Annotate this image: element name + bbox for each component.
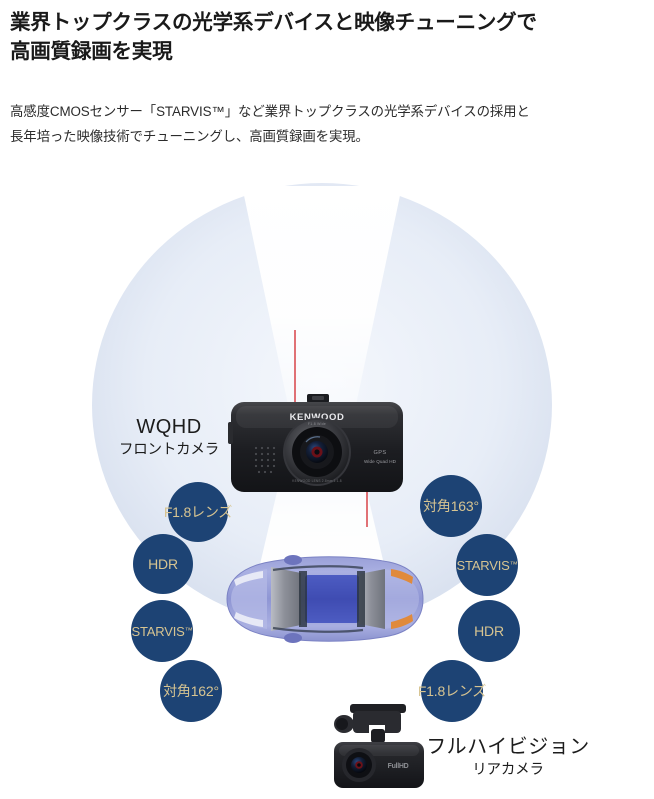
front-cam-brand: KENWOOD <box>290 412 345 423</box>
header-block: 業界トップクラスの光学系デバイスと映像チューニングで 高画質録画を実現 高感度C… <box>10 8 644 144</box>
rear-cam-adjust-knob-face <box>336 718 348 730</box>
car-taillight-left <box>391 569 413 584</box>
front-cam-speaker-grille <box>254 446 276 474</box>
page-title-line-2: 高画質録画を実現 <box>10 40 173 64</box>
callout-rear-title: フルハイビジョン <box>426 736 590 758</box>
front-cam-lens-top-label: F1.8 Wide <box>308 422 326 426</box>
front-cam-side-button <box>228 422 233 444</box>
bubble-front-angle[interactable]: 対角162° <box>160 660 222 722</box>
car-pillar-rear <box>357 571 365 627</box>
bubble-front-f18-lens-label: F1.8レンズ <box>163 504 233 520</box>
car-top-view <box>226 555 424 643</box>
rear-cam-mount-neck <box>371 729 385 743</box>
callout-rear-subtitle: リアカメラ <box>472 761 544 778</box>
car-pillar-front <box>299 571 307 627</box>
front-cam-body-sheen <box>236 406 398 428</box>
car-headlight-left <box>234 571 263 586</box>
callout-rear-camera: フルハイビジョン リアカメラ <box>420 736 596 779</box>
bubble-front-f18-lens[interactable]: F1.8レンズ <box>164 482 232 542</box>
front-dashcam-device: KENWOOD F1.8 Wide KENWOOD LENS 2.8mm 1:1… <box>228 394 403 492</box>
front-cam-lens-flare <box>305 436 321 443</box>
rear-dashcam-device: FullHD <box>334 704 424 788</box>
page-title-line-1: 業界トップクラスの光学系デバイスと映像チューニングで <box>10 11 537 34</box>
car-headlight-right <box>234 612 263 627</box>
bubble-rear-f18-lens-label: F1.8レンズ <box>417 683 487 699</box>
bubble-rear-f18-lens[interactable]: F1.8レンズ <box>417 660 487 722</box>
page-title: 業界トップクラスの光学系デバイスと映像チューニングで 高画質録画を実現 <box>10 8 644 66</box>
lead-line-2: 長年培った映像技術でチューニングし、高画質録画を実現。 <box>10 128 369 144</box>
front-cam-lens-bottom-label: KENWOOD LENS 2.8mm 1:1.8 <box>292 479 341 483</box>
car-mirror-left <box>284 555 302 565</box>
front-cam-mark-quadhd: Wide Quad HD <box>364 459 397 464</box>
car-wiper-bottom <box>272 626 364 633</box>
lead-line-1: 高感度CMOSセンサー「STARVIS™」など業界トップクラスの光学系デバイスの… <box>10 104 530 119</box>
bubble-rear-starvis-trademark: ™ <box>509 559 518 569</box>
callout-front-subtitle: フロントカメラ <box>118 441 220 458</box>
rear-cam-mark-fullhd: FullHD <box>388 763 409 770</box>
car-windshield-front <box>271 567 301 631</box>
lead-paragraph: 高感度CMOSセンサー「STARVIS™」など業界トップクラスの光学系デバイスの… <box>10 100 650 150</box>
front-fov-beam <box>242 186 402 424</box>
bubble-front-hdr-label: HDR <box>148 556 178 572</box>
bubble-rear-angle-label: 対角163° <box>423 498 479 514</box>
bubble-rear-starvis-label: STARVIS <box>456 557 510 573</box>
car-windshield-rear <box>359 569 385 629</box>
bubble-front-starvis-label: STARVIS <box>131 623 185 639</box>
rear-cam-lens-pupil <box>357 763 361 767</box>
front-cam-mark-gps: GPS <box>373 450 386 456</box>
bubble-front-angle-label: 対角162° <box>163 683 219 699</box>
callout-front-camera: WQHD フロントカメラ <box>104 416 234 459</box>
car-mirror-right <box>284 633 302 643</box>
bubble-rear-hdr[interactable]: HDR <box>458 600 520 662</box>
bubble-rear-hdr-label: HDR <box>474 623 504 639</box>
callout-front-title: WQHD <box>136 416 202 438</box>
front-cam-mount-slot <box>312 396 324 400</box>
camera-coverage-diagram: KENWOOD F1.8 Wide KENWOOD LENS 2.8mm 1:1… <box>0 172 654 788</box>
car-wiper-top <box>272 565 364 572</box>
bubble-front-hdr[interactable]: HDR <box>133 534 193 594</box>
car-taillight-right <box>391 614 413 629</box>
bubble-rear-angle[interactable]: 対角163° <box>420 475 482 537</box>
bubble-front-starvis-trademark: ™ <box>184 625 193 635</box>
car-trunk-highlight <box>385 569 419 629</box>
car-roof <box>305 575 359 623</box>
front-cam-lens-pupil <box>314 449 320 455</box>
